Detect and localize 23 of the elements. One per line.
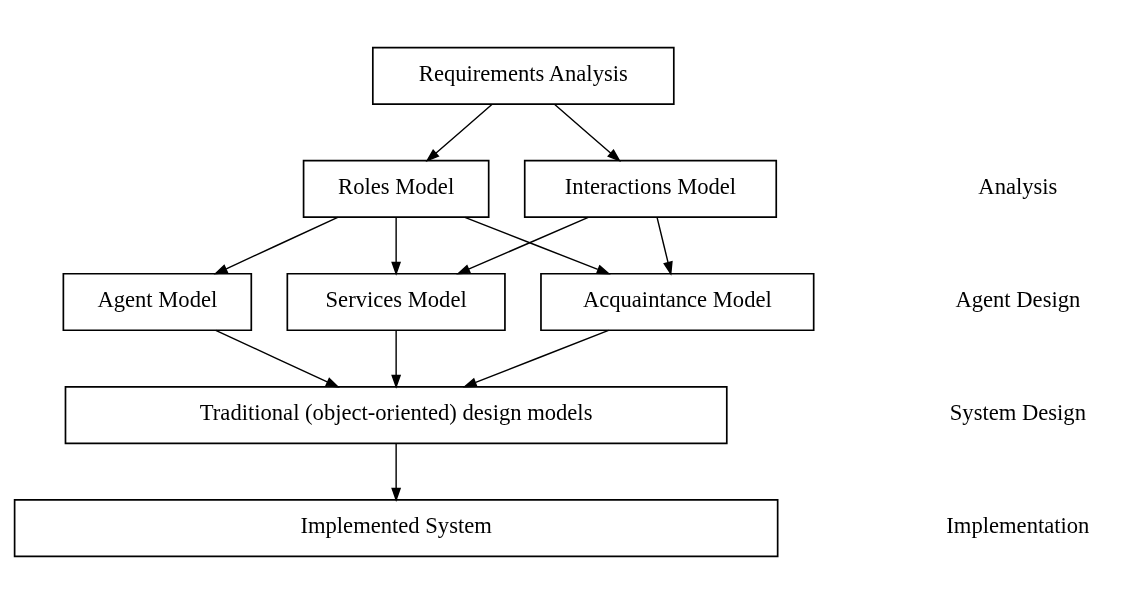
arrow	[215, 329, 340, 388]
arrow	[464, 216, 611, 275]
node-box: Acquaintance Model	[540, 272, 815, 332]
node-box: Agent Model	[62, 272, 253, 332]
arrow	[213, 216, 339, 275]
node-box: Roles Model	[302, 159, 490, 219]
label: Agent Design	[955, 287, 1081, 313]
label: System Design	[949, 400, 1086, 426]
arrow	[391, 443, 402, 502]
arrow	[391, 329, 402, 389]
arrow	[462, 329, 610, 388]
arrow	[456, 216, 589, 275]
arrow	[656, 216, 673, 276]
arrow	[391, 216, 402, 276]
arrow	[554, 103, 622, 162]
arrow	[425, 103, 493, 162]
node-box: Requirements Analysis	[371, 46, 675, 105]
label: Implementation	[946, 513, 1090, 539]
node-box: Interactions Model	[523, 159, 778, 219]
node-box: Implemented System	[13, 498, 779, 558]
node-box: Services Model	[286, 272, 506, 332]
node-box: Traditional (object-oriented) design models	[64, 385, 728, 445]
label: Analysis	[978, 174, 1058, 200]
